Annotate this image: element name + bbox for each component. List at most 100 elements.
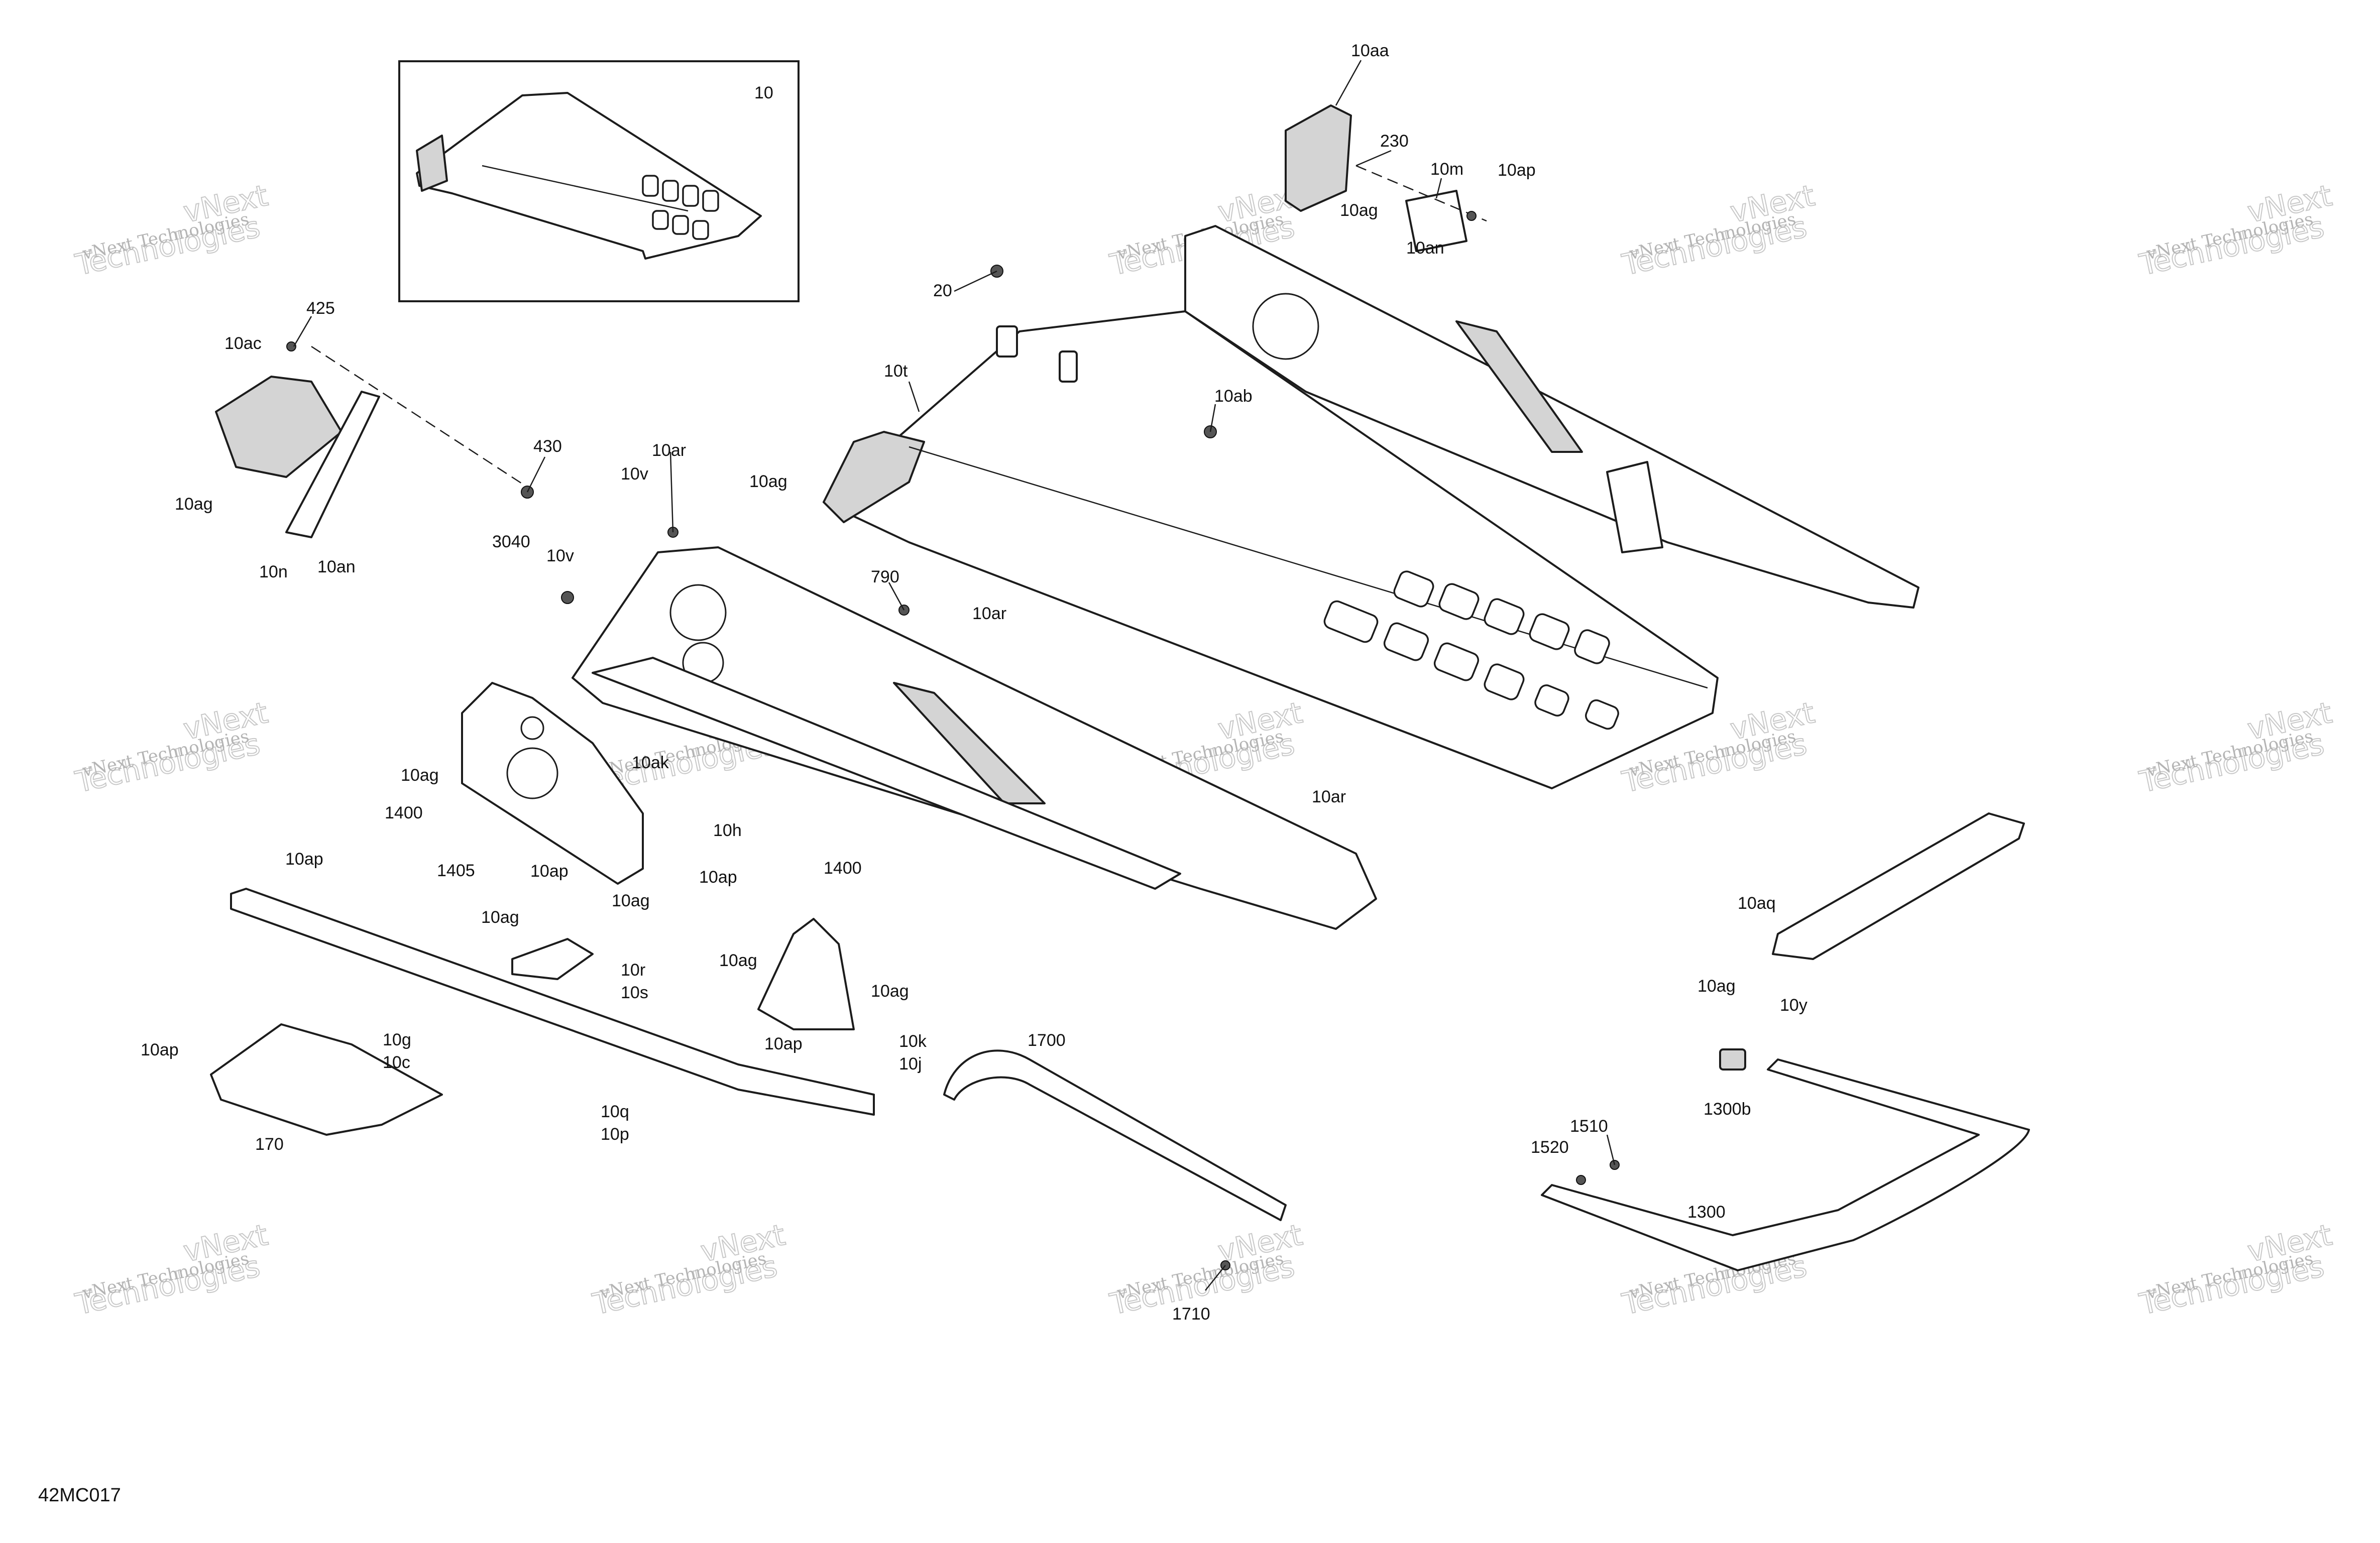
- callout-1520: 1520: [1531, 1138, 1569, 1157]
- callout-10ag-top: 10ag: [1340, 201, 1378, 220]
- tunnel-post: [1059, 350, 1078, 383]
- callout-1400-mid: 1400: [824, 859, 862, 878]
- callout-10ag-tri-r: 10ag: [871, 982, 909, 1001]
- inset-front-plate: [416, 135, 448, 192]
- inset-label: 10: [754, 83, 773, 102]
- callout-10q: 10q: [601, 1102, 629, 1121]
- callout-1700: 1700: [1028, 1031, 1066, 1050]
- callout-10ag-left: 10ag: [175, 495, 213, 514]
- inset-rail-lines: [451, 165, 689, 252]
- diagram-reference-code: 42MC017: [38, 1485, 121, 1506]
- callout-10p: 10p: [601, 1125, 629, 1144]
- rear-rail-shape: [1772, 812, 2025, 960]
- right-rail-bracket: [1606, 461, 1663, 553]
- rear-bumper-1300: [1541, 1048, 2030, 1271]
- callout-790: 790: [871, 567, 899, 586]
- callout-10c: 10c: [383, 1053, 410, 1072]
- callout-10ag-plate: 10ag: [401, 766, 439, 785]
- callout-leader-lines: [293, 60, 1616, 1291]
- callout-10g: 10g: [383, 1030, 411, 1049]
- callout-230: 230: [1380, 132, 1409, 151]
- callout-10m: 10m: [1430, 160, 1463, 179]
- callout-10ap-strip: 10ap: [285, 850, 323, 869]
- callout-10j: 10j: [899, 1054, 922, 1074]
- bumper-shape: [1541, 1058, 2030, 1271]
- callout-10n: 10n: [259, 562, 288, 581]
- front-pan-shape: [210, 1023, 443, 1136]
- left-rail-bearing-hole-1: [669, 584, 727, 641]
- callout-10ap-right: 10ap: [699, 868, 737, 887]
- callout-10ag-plate-low: 10ag: [612, 891, 650, 910]
- callout-10ac: 10ac: [224, 334, 262, 353]
- side-plate-10h: [461, 682, 644, 885]
- left-rail-flange: [592, 657, 1181, 890]
- callout-10ag-bracket: 10ag: [481, 908, 519, 927]
- callout-10r: 10r: [621, 961, 645, 980]
- callout-20: 20: [933, 281, 952, 300]
- tunnel-vent-cutouts: [1323, 570, 1619, 730]
- grille-plate-10ac: [215, 376, 343, 478]
- rear-grille-assembly: [215, 345, 528, 538]
- grille-plate-10aa: [1285, 104, 1352, 212]
- callout-labels: 10aa 230 10m 10ap 10ag 10an 20 10t 10ab …: [141, 41, 1807, 1324]
- fuel-neck: [996, 325, 1018, 358]
- callout-10h: 10h: [713, 821, 742, 840]
- bracket-10r-shape: [511, 938, 594, 980]
- front-strip-10q: [230, 888, 875, 1116]
- triangle-bracket-shape: [757, 918, 855, 1030]
- triangle-bracket-10k: [757, 918, 855, 1030]
- left-side-rail: [572, 546, 1377, 930]
- bracket-10r: [511, 938, 594, 980]
- callout-170: 170: [255, 1135, 284, 1154]
- callout-1405: 1405: [437, 861, 475, 880]
- callout-10s: 10s: [621, 983, 648, 1002]
- callout-1400-left: 1400: [385, 803, 423, 822]
- inset-assembly-view: 10: [398, 60, 800, 302]
- top-right-grille-assembly: [1285, 104, 1487, 252]
- rear-rail-10y: [1772, 812, 2025, 960]
- left-rail-slot: [893, 682, 1046, 804]
- grille-bar-10n: [285, 391, 380, 538]
- callout-10t: 10t: [884, 362, 908, 381]
- callout-10ar-mid: 10ar: [972, 604, 1006, 623]
- callout-10v-mid: 10v: [546, 546, 574, 565]
- front-strip-outline: [230, 888, 875, 1116]
- fastener-markers: [286, 211, 1620, 1270]
- callout-10ag-tank: 10ag: [749, 472, 787, 491]
- callout-10ag-rail: 10ag: [1697, 977, 1736, 996]
- bumper-clamp-1300b: [1719, 1048, 1746, 1071]
- callout-10ag-tri: 10ag: [719, 951, 757, 970]
- right-side-rail: [1184, 225, 1919, 609]
- callout-425: 425: [306, 299, 335, 318]
- callout-10aq: 10aq: [1738, 894, 1776, 913]
- callout-10ap-pan: 10ap: [141, 1040, 179, 1059]
- grille-dashed-leader: [311, 345, 528, 488]
- callout-10ap-plate: 10ap: [530, 862, 569, 881]
- callout-10aa: 10aa: [1351, 41, 1389, 60]
- side-plate-hole: [506, 747, 558, 799]
- runner-1700: [943, 1049, 1287, 1221]
- callout-10v-top: 10v: [621, 464, 648, 484]
- callout-1510: 1510: [1570, 1117, 1608, 1136]
- runner-shape: [943, 1049, 1287, 1221]
- callout-10an-left: 10an: [317, 557, 356, 576]
- callout-430: 430: [533, 437, 562, 456]
- callout-10ap-tri: 10ap: [764, 1034, 803, 1053]
- callout-10ap-top: 10ap: [1498, 161, 1536, 180]
- top-right-dashed-leader: [1355, 165, 1487, 222]
- right-rail-bearing-hole: [1252, 293, 1319, 360]
- callout-10ak: 10ak: [632, 753, 669, 772]
- callout-10ar-right: 10ar: [1312, 787, 1346, 806]
- callout-3040: 3040: [492, 532, 530, 551]
- tunnel-rear-flap: [823, 431, 925, 523]
- side-plate-hole-small: [520, 716, 544, 740]
- right-rail-slot: [1455, 320, 1583, 453]
